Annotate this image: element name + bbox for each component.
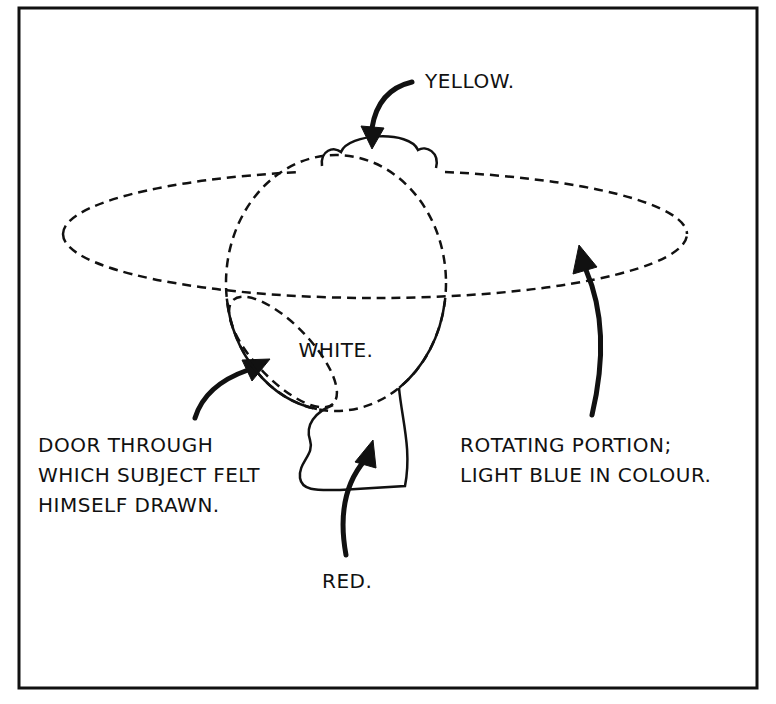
leader-arrow xyxy=(372,82,412,128)
yellow-dome xyxy=(322,136,437,168)
leader-arrow xyxy=(343,460,365,555)
arrow-head xyxy=(361,126,384,149)
sphere-dashed-outline xyxy=(226,155,446,411)
sphere-solid-outline xyxy=(399,301,445,388)
rotating-ring-back xyxy=(445,172,687,234)
callout-label: DOOR THROUGH WHICH SUBJECT FELT HIMSELF … xyxy=(38,430,278,520)
arrow-head xyxy=(573,245,597,274)
callout-label: RED. xyxy=(322,566,422,596)
rotating-ring-back xyxy=(63,172,300,234)
sphere-outline xyxy=(226,155,446,411)
leader-arrow xyxy=(586,270,601,415)
callout-label: ROTATING PORTION; LIGHT BLUE IN COLOUR. xyxy=(460,430,722,490)
frame xyxy=(19,8,757,688)
sphere-body: WHITE. xyxy=(226,155,446,411)
colour-label: WHITE. xyxy=(226,335,446,365)
arrow-head xyxy=(355,440,376,468)
callout-label: YELLOW. xyxy=(425,66,585,96)
leader-arrow xyxy=(195,370,248,418)
